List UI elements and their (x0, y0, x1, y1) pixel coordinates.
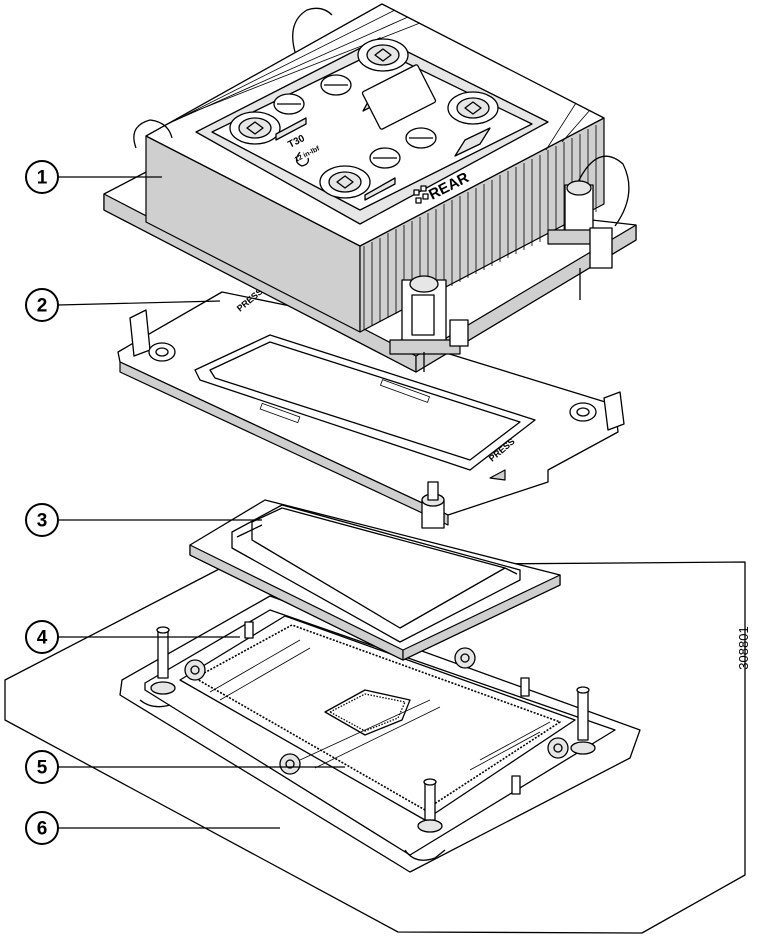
callout-1: 1 (25, 160, 59, 194)
cpu-processor (189, 499, 561, 661)
socket-center-cavity (324, 689, 411, 736)
callout-leader-2 (57, 300, 221, 306)
callout-6: 6 (25, 811, 59, 845)
bolster-stud (570, 686, 596, 755)
bolster-stud (150, 626, 176, 695)
svg-text:2: 2 (37, 296, 48, 317)
heatsink-retention-wire (292, 7, 333, 53)
fan-direction-icon (413, 185, 429, 204)
heatsink-captive-screw (357, 38, 409, 72)
svg-text:6: 6 (37, 819, 48, 840)
heatsink-fins (363, 125, 597, 330)
heatsink-captive-clip (389, 275, 469, 355)
torque-icon (295, 151, 310, 167)
carrier-latch (421, 481, 445, 529)
cpu-socket-assembly (119, 595, 641, 873)
torque-sequence-legend (361, 64, 437, 130)
callout-2: 2 (25, 288, 59, 322)
callout-4: 4 (25, 620, 59, 654)
callout-5: 5 (25, 750, 59, 784)
alignment-peg (244, 621, 530, 795)
figure-id: 308801 (736, 626, 751, 669)
cpu-carrier-clip: PRESS PRESS (117, 286, 625, 529)
heatsink-captive-screw (319, 165, 371, 199)
heatsink-tilt-nut (273, 74, 437, 169)
heatsink-captive-screw (447, 91, 499, 125)
heatsink: T30 12 in-lbf REAR (103, 3, 637, 373)
svg-text:3: 3 (37, 511, 48, 532)
callout-3: 3 (25, 503, 59, 537)
carrier-alignment-ring (148, 342, 597, 422)
heatsink-captive-clip (547, 180, 613, 269)
bolster-screw (184, 647, 569, 775)
heatsink-captive-screw (229, 111, 281, 145)
svg-text:1: 1 (37, 168, 48, 189)
svg-text:5: 5 (37, 758, 48, 779)
bolster-stud (417, 778, 443, 833)
svg-text:4: 4 (37, 628, 48, 649)
